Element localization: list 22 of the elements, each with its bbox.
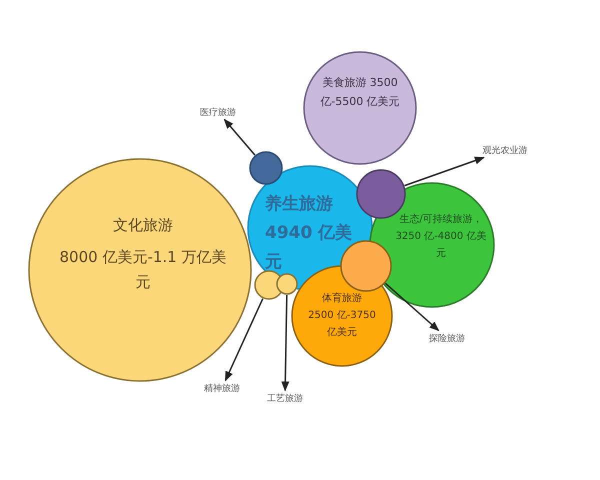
arrow bbox=[281, 294, 290, 392]
category-label: 医疗旅游 bbox=[200, 106, 236, 118]
arrow bbox=[224, 298, 264, 382]
bubble-label: 体育旅游 2500 亿-3750 亿美元 bbox=[308, 292, 376, 340]
bubble bbox=[303, 51, 417, 165]
bubble bbox=[340, 240, 392, 292]
category-label: 精神旅游 bbox=[204, 382, 240, 394]
bubble-label: 养生旅游 4940 亿美元 bbox=[265, 193, 354, 274]
arrow bbox=[224, 118, 256, 156]
bubble-label: 文化旅游 bbox=[112, 215, 174, 236]
arrow bbox=[404, 156, 485, 186]
bubble-label: 8000 亿美元-1.1 万亿美元 bbox=[58, 246, 228, 293]
bubble bbox=[28, 158, 252, 382]
bubble bbox=[249, 151, 283, 185]
category-label: 探险旅游 bbox=[429, 332, 465, 344]
bubble bbox=[291, 265, 393, 367]
arrow bbox=[384, 282, 440, 332]
bubble-label: 美食旅游 3500 亿-5500 亿美元 bbox=[319, 75, 401, 110]
bubble-label: 生态/可持续旅游，3250 亿-4800 亿美元 bbox=[394, 212, 488, 261]
category-label: 工艺旅游 bbox=[267, 392, 303, 404]
category-label: 观光农业游 bbox=[482, 144, 528, 156]
bubble bbox=[276, 273, 298, 295]
